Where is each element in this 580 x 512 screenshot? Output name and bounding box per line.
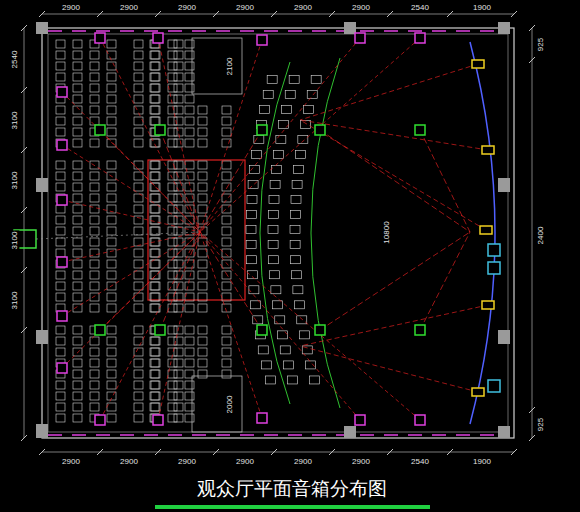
speaker-symbol (415, 325, 425, 335)
speaker-symbol (57, 140, 67, 150)
speaker-symbol (257, 125, 267, 135)
seating (56, 40, 321, 422)
speaker-symbol (415, 125, 425, 135)
speaker-symbol (57, 195, 67, 205)
speaker-symbol (57, 311, 67, 321)
dimension-label: 3100 (10, 230, 19, 250)
speaker-symbol (257, 325, 267, 335)
speaker-symbol (355, 33, 365, 43)
speaker-symbol (95, 325, 105, 335)
speaker-symbol (472, 388, 484, 396)
speaker-symbol (155, 325, 165, 335)
dimension-label: 2000 (225, 394, 234, 414)
dimension-label: 925 (536, 416, 545, 431)
dimension-label: 2900 (119, 3, 139, 12)
dimension-label: 2900 (293, 3, 313, 12)
speaker-symbol (153, 33, 163, 43)
red-zone (148, 160, 245, 300)
walls (42, 28, 514, 438)
speaker-symbol (257, 35, 267, 45)
stage-front (260, 42, 495, 424)
speaker-symbol (488, 244, 500, 256)
dimension-label: 2900 (235, 3, 255, 12)
dimension-label: 2900 (177, 457, 197, 466)
dimension-label: 1900 (472, 457, 492, 466)
dimension-label: 2100 (225, 56, 234, 76)
dimension-label: 3100 (10, 110, 19, 130)
dimension-label: 2900 (177, 3, 197, 12)
speaker-symbol (95, 33, 105, 43)
dimension-label: 2540 (410, 3, 430, 12)
coverage-lines (36, 38, 488, 420)
speaker-symbol (355, 415, 365, 425)
speaker-symbol (472, 60, 484, 68)
speaker-symbol (95, 415, 105, 425)
dimension-label: 2900 (235, 457, 255, 466)
speaker-symbol (155, 125, 165, 135)
dimension-label: 2900 (61, 457, 81, 466)
speaker-symbol (153, 415, 163, 425)
dimension-label: 2400 (536, 225, 545, 245)
dimension-label: 2540 (10, 49, 19, 69)
dimension-label: 1900 (472, 3, 492, 12)
speaker-symbol (315, 125, 325, 135)
speaker-symbol (57, 257, 67, 267)
dimension-label: 925 (536, 36, 545, 51)
speaker-symbol (415, 33, 425, 43)
caption: 观众厅平面音箱分布图 (197, 477, 387, 499)
speaker-symbol (488, 262, 500, 274)
speaker-symbol (488, 380, 500, 392)
columns (14, 22, 510, 438)
speaker-symbol (480, 226, 492, 234)
dimension-label: 2540 (410, 457, 430, 466)
caption-underline (155, 505, 430, 509)
speaker-symbol (315, 325, 325, 335)
speaker-symbol (482, 301, 494, 309)
speaker-symbol (415, 415, 425, 425)
dimension-label: 3100 (10, 170, 19, 190)
dimension-label: 10800 (382, 220, 391, 244)
dimension-label: 3100 (10, 290, 19, 310)
speaker-symbol (482, 146, 494, 154)
speaker-symbol (57, 363, 67, 373)
dimension-label: 2900 (61, 3, 81, 12)
dimension-label: 2900 (351, 457, 371, 466)
dimension-label: 2900 (293, 457, 313, 466)
dimension-label: 2900 (119, 457, 139, 466)
speakers (57, 33, 500, 425)
speaker-symbol (57, 87, 67, 97)
speaker-symbol (95, 125, 105, 135)
dimension-label: 2900 (351, 3, 371, 12)
dimension-lines (24, 14, 532, 452)
speaker-symbol (257, 413, 267, 423)
dimension-ticks (21, 11, 535, 455)
